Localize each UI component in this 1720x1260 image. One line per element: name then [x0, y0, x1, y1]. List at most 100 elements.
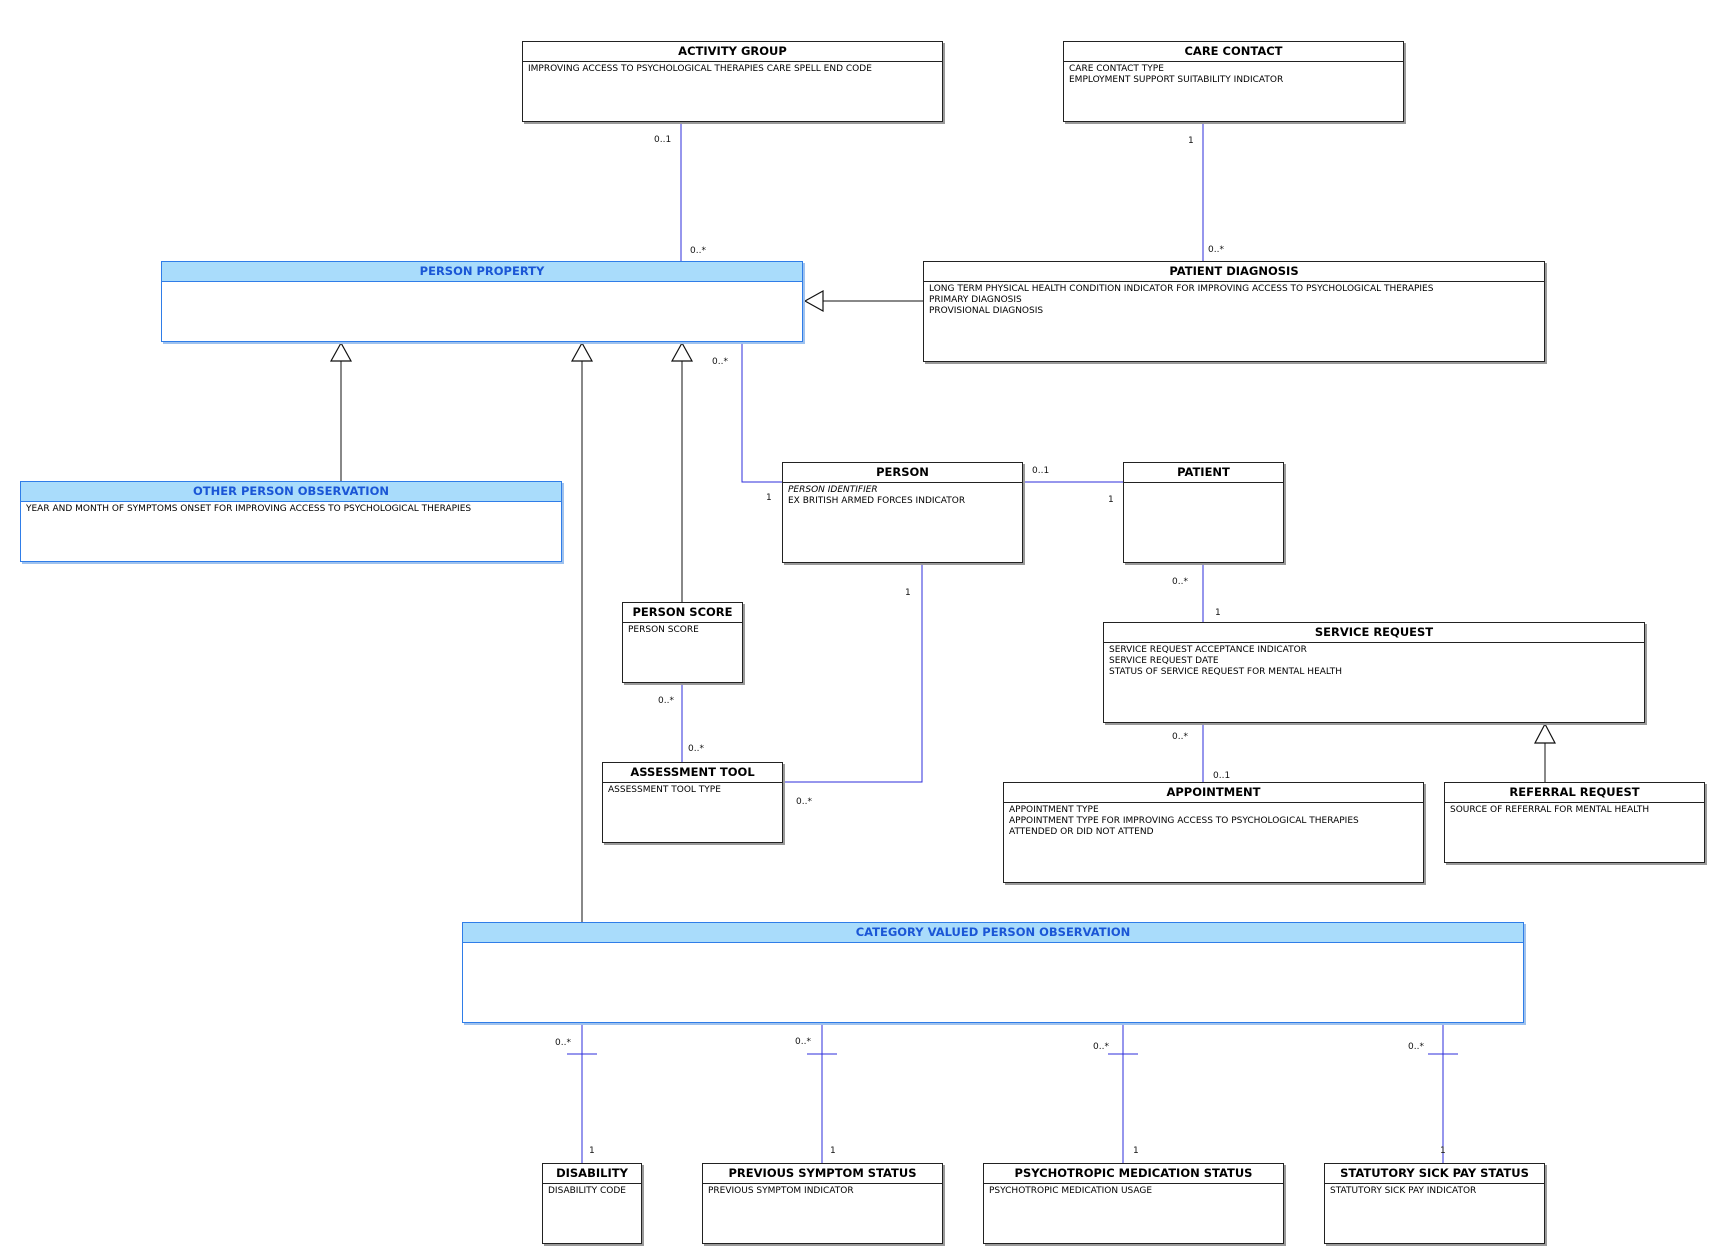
multiplicity-label: 1 [1188, 136, 1194, 146]
multiplicity-label: 0..* [1208, 245, 1224, 255]
attribute: PRIMARY DIAGNOSIS [929, 295, 1022, 305]
entity-disability[interactable]: DISABILITY DISABILITY CODE [542, 1163, 642, 1244]
entity-service-request[interactable]: SERVICE REQUEST SERVICE REQUEST ACCEPTAN… [1103, 622, 1645, 723]
entity-attributes: APPOINTMENT TYPE APPOINTMENT TYPE FOR IM… [1004, 803, 1423, 840]
multiplicity-label: 1 [589, 1146, 595, 1156]
entity-person[interactable]: PERSON PERSON IDENTIFIER EX BRITISH ARME… [782, 462, 1023, 563]
entity-patient-title: PATIENT [1124, 463, 1283, 483]
entity-care-contact-title: CARE CONTACT [1064, 42, 1403, 62]
entity-patient[interactable]: PATIENT [1123, 462, 1284, 563]
entity-category-valued-person-observation[interactable]: CATEGORY VALUED PERSON OBSERVATION [462, 922, 1524, 1023]
assoc-person-assessment-tool [783, 563, 923, 783]
gen-cvpo-arrow [570, 341, 594, 362]
entity-referral-request-title: REFERRAL REQUEST [1445, 783, 1704, 803]
multiplicity-label: 0..* [658, 696, 674, 706]
attribute: EMPLOYMENT SUPPORT SUITABILITY INDICATOR [1069, 75, 1284, 85]
multiplicity-label: 1 [905, 588, 911, 598]
multiplicity-label: 0..1 [654, 135, 672, 145]
attribute: YEAR AND MONTH OF SYMPTOMS ONSET FOR IMP… [26, 504, 472, 514]
multiplicity-label: 0..* [796, 797, 812, 807]
attribute: SERVICE REQUEST ACCEPTANCE INDICATOR [1109, 645, 1307, 655]
multiplicity-label: 0..1 [1213, 771, 1231, 781]
multiplicity-label: 1 [1133, 1146, 1139, 1156]
attribute: PREVIOUS SYMPTOM INDICATOR [708, 1186, 854, 1196]
multiplicity-label: 0..* [555, 1038, 571, 1048]
entity-person-score[interactable]: PERSON SCORE PERSON SCORE [622, 602, 743, 683]
gen-patient-diagnosis-arrow [803, 289, 824, 313]
association-lines [567, 122, 1458, 1163]
attribute: STATUS OF SERVICE REQUEST FOR MENTAL HEA… [1109, 667, 1342, 677]
generalization-lines [329, 289, 1556, 922]
multiplicity-label: 1 [830, 1146, 836, 1156]
attribute: PSYCHOTROPIC MEDICATION USAGE [989, 1186, 1153, 1196]
entity-assessment-tool-title: ASSESSMENT TOOL [603, 763, 782, 783]
entity-attributes: ASSESSMENT TOOL TYPE [603, 783, 782, 798]
multiplicity-label: 0..* [1172, 732, 1188, 742]
entity-previous-symptom-status[interactable]: PREVIOUS SYMPTOM STATUS PREVIOUS SYMPTOM… [702, 1163, 943, 1244]
entity-attributes: IMPROVING ACCESS TO PSYCHOLOGICAL THERAP… [523, 62, 942, 77]
entity-activity-group[interactable]: ACTIVITY GROUP IMPROVING ACCESS TO PSYCH… [522, 41, 943, 122]
entity-activity-group-title: ACTIVITY GROUP [523, 42, 942, 62]
entity-attributes: STATUTORY SICK PAY INDICATOR [1325, 1184, 1544, 1199]
entity-attributes: YEAR AND MONTH OF SYMPTOMS ONSET FOR IMP… [21, 502, 561, 517]
entity-psychotropic-medication-status[interactable]: PSYCHOTROPIC MEDICATION STATUS PSYCHOTRO… [983, 1163, 1284, 1244]
entity-appointment[interactable]: APPOINTMENT APPOINTMENT TYPE APPOINTMENT… [1003, 782, 1424, 883]
entity-other-person-observation[interactable]: OTHER PERSON OBSERVATION YEAR AND MONTH … [20, 481, 562, 562]
multiplicity-label: 0..* [688, 744, 704, 754]
entity-patient-diagnosis[interactable]: PATIENT DIAGNOSIS LONG TERM PHYSICAL HEA… [923, 261, 1545, 362]
multiplicity-label: 0..* [1172, 577, 1188, 587]
attribute: CARE CONTACT TYPE [1069, 64, 1164, 74]
multiplicity-label: 1 [766, 493, 772, 503]
entity-disability-title: DISABILITY [543, 1164, 641, 1184]
entity-attributes: PSYCHOTROPIC MEDICATION USAGE [984, 1184, 1283, 1199]
attribute: IMPROVING ACCESS TO PSYCHOLOGICAL THERAP… [528, 64, 872, 74]
entity-assessment-tool[interactable]: ASSESSMENT TOOL ASSESSMENT TOOL TYPE [602, 762, 783, 843]
multiplicity-label: 1 [1215, 608, 1221, 618]
entity-attributes: LONG TERM PHYSICAL HEALTH CONDITION INDI… [924, 282, 1544, 319]
gen-referral-request-arrow [1534, 722, 1556, 744]
entity-attributes: PREVIOUS SYMPTOM INDICATOR [703, 1184, 942, 1199]
entity-previous-symptom-status-title: PREVIOUS SYMPTOM STATUS [703, 1164, 942, 1184]
entity-statutory-sick-pay-status[interactable]: STATUTORY SICK PAY STATUS STATUTORY SICK… [1324, 1163, 1545, 1244]
attribute: ASSESSMENT TOOL TYPE [608, 785, 721, 795]
entity-attributes: PERSON SCORE [623, 623, 742, 638]
entity-attributes: CARE CONTACT TYPE EMPLOYMENT SUPPORT SUI… [1064, 62, 1403, 88]
entity-attributes: SERVICE REQUEST ACCEPTANCE INDICATOR SER… [1104, 643, 1644, 680]
entity-care-contact[interactable]: CARE CONTACT CARE CONTACT TYPE EMPLOYMEN… [1063, 41, 1404, 122]
multiplicity-label: 0..1 [1032, 466, 1050, 476]
entity-person-title: PERSON [783, 463, 1022, 483]
attribute: EX BRITISH ARMED FORCES INDICATOR [788, 496, 966, 506]
attribute: SOURCE OF REFERRAL FOR MENTAL HEALTH [1450, 805, 1650, 815]
attribute: SERVICE REQUEST DATE [1109, 656, 1219, 666]
gen-other-observation-arrow [329, 341, 353, 362]
entity-person-property-title: PERSON PROPERTY [162, 262, 802, 282]
entity-category-valued-person-observation-title: CATEGORY VALUED PERSON OBSERVATION [463, 923, 1523, 943]
multiplicity-label: 0..* [1093, 1042, 1109, 1052]
multiplicity-label: 1 [1440, 1146, 1446, 1156]
attribute: PERSON SCORE [628, 625, 699, 635]
attribute: ATTENDED OR DID NOT ATTEND [1009, 827, 1154, 837]
multiplicity-label: 0..* [795, 1037, 811, 1047]
entity-person-property[interactable]: PERSON PROPERTY [161, 261, 803, 342]
entity-psychotropic-medication-status-title: PSYCHOTROPIC MEDICATION STATUS [984, 1164, 1283, 1184]
entity-service-request-title: SERVICE REQUEST [1104, 623, 1644, 643]
entity-patient-diagnosis-title: PATIENT DIAGNOSIS [924, 262, 1544, 282]
multiplicity-label: 0..* [1408, 1042, 1424, 1052]
entity-statutory-sick-pay-status-title: STATUTORY SICK PAY STATUS [1325, 1164, 1544, 1184]
multiplicity-label: 0..* [712, 357, 728, 367]
attribute: LONG TERM PHYSICAL HEALTH CONDITION INDI… [929, 284, 1434, 294]
multiplicity-label: 1 [1108, 495, 1114, 505]
entity-referral-request[interactable]: REFERRAL REQUEST SOURCE OF REFERRAL FOR … [1444, 782, 1705, 863]
multiplicity-label: 0..* [690, 246, 706, 256]
attribute: STATUTORY SICK PAY INDICATOR [1330, 1186, 1477, 1196]
entity-attributes: SOURCE OF REFERRAL FOR MENTAL HEALTH [1445, 803, 1704, 818]
entity-other-person-observation-title: OTHER PERSON OBSERVATION [21, 482, 561, 502]
entity-attributes: PERSON IDENTIFIER EX BRITISH ARMED FORCE… [783, 483, 1022, 509]
entity-attributes: DISABILITY CODE [543, 1184, 641, 1199]
identifier-attribute: PERSON IDENTIFIER [788, 485, 878, 495]
entity-appointment-title: APPOINTMENT [1004, 783, 1423, 803]
attribute: PROVISIONAL DIAGNOSIS [929, 306, 1044, 316]
attribute: DISABILITY CODE [548, 1186, 626, 1196]
attribute: APPOINTMENT TYPE [1009, 805, 1099, 815]
